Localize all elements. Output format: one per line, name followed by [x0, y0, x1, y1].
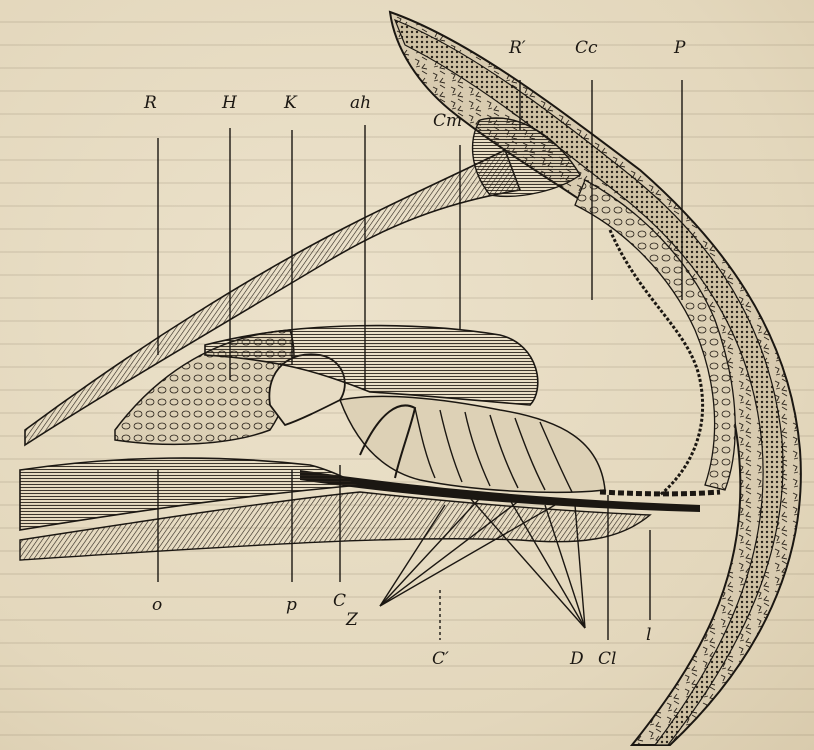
claudius-cells — [600, 492, 720, 494]
label-ah: ah — [350, 95, 371, 112]
label-R-prime: R′ — [509, 40, 526, 57]
label-o: o — [152, 597, 162, 614]
label-Cc: Cc — [575, 40, 598, 57]
label-C-prime: C′ — [432, 651, 449, 668]
label-Cl: Cl — [598, 651, 616, 668]
label-R: R — [144, 95, 157, 112]
label-l: l — [646, 627, 651, 644]
label-p: p — [286, 597, 297, 614]
label-Cm: Cm — [433, 113, 462, 130]
label-Z: Z — [346, 612, 358, 629]
label-H: H — [222, 95, 237, 112]
label-P: P — [674, 40, 685, 57]
label-C: C — [333, 593, 346, 610]
label-K: K — [284, 95, 297, 112]
label-D: D — [570, 651, 584, 668]
